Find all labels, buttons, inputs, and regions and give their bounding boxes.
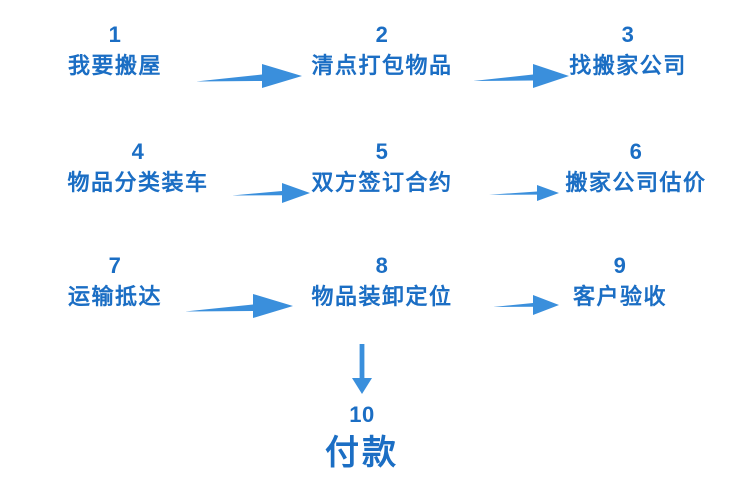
arrow-1-to-2-icon: [196, 60, 304, 92]
step-6-label: 搬家公司估价: [565, 170, 707, 195]
step-5-number: 5: [375, 139, 389, 164]
flow-step-8[interactable]: 8 物品装卸定位: [311, 255, 452, 308]
flow-step-10[interactable]: 10 付款: [325, 402, 399, 472]
arrow-4-to-5-icon: [232, 180, 312, 206]
step-8-number: 8: [375, 253, 389, 278]
step-9-number: 9: [613, 253, 627, 278]
arrow-8-to-10-icon: [347, 344, 377, 396]
step-4-number: 4: [131, 139, 145, 164]
flow-step-1[interactable]: 1 我要搬屋: [68, 24, 162, 77]
step-9-label: 客户验收: [572, 284, 668, 309]
arrow-5-to-6-icon: [489, 182, 561, 204]
arrow-8-to-9-icon: [493, 292, 561, 318]
step-3-label: 找搬家公司: [569, 53, 687, 78]
step-5-label: 双方签订合约: [311, 170, 453, 195]
step-10-number: 10: [349, 402, 375, 427]
step-2-number: 2: [375, 22, 389, 47]
step-3-number: 3: [621, 22, 635, 47]
flow-step-2[interactable]: 2 清点打包物品: [311, 24, 452, 77]
step-1-number: 1: [108, 22, 122, 47]
flow-step-5[interactable]: 5 双方签订合约: [311, 141, 452, 194]
step-4-label: 物品分类装车: [67, 170, 209, 195]
step-7-label: 运输抵达: [67, 284, 163, 309]
step-2-label: 清点打包物品: [311, 53, 453, 78]
flow-step-3[interactable]: 3 找搬家公司: [569, 24, 687, 77]
step-10-label: 付款: [325, 434, 399, 472]
arrow-2-to-3-icon: [473, 60, 571, 92]
flow-step-7[interactable]: 7 运输抵达: [68, 255, 162, 308]
step-6-number: 6: [629, 139, 643, 164]
step-8-label: 物品装卸定位: [311, 284, 453, 309]
arrow-7-to-8-icon: [185, 290, 295, 322]
flow-step-9[interactable]: 9 客户验收: [573, 255, 667, 308]
flow-step-6[interactable]: 6 搬家公司估价: [565, 141, 706, 194]
step-1-label: 我要搬屋: [67, 53, 163, 78]
flow-step-4[interactable]: 4 物品分类装车: [67, 141, 208, 194]
step-7-number: 7: [108, 253, 122, 278]
